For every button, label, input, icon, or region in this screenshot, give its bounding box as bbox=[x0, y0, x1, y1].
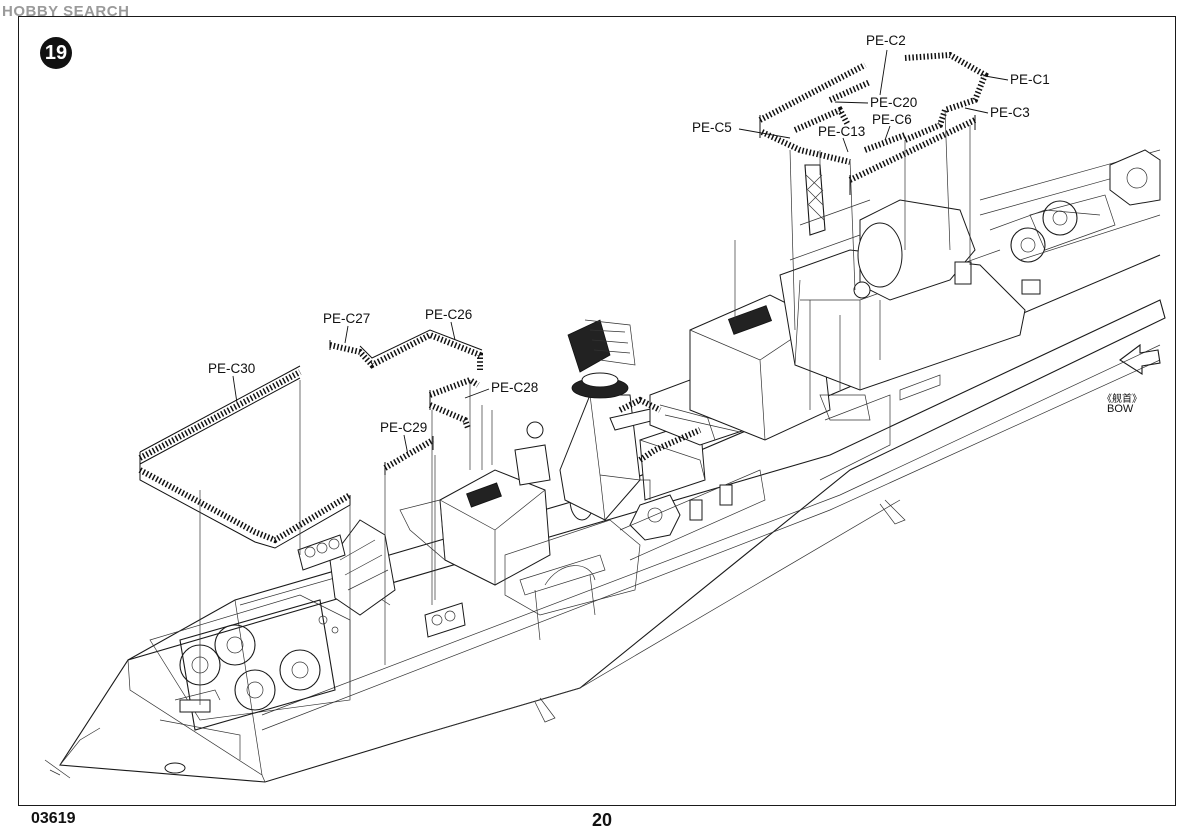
callout-pe-c30: PE-C30 bbox=[208, 361, 256, 376]
assembly-guides bbox=[199, 109, 971, 705]
callout-pe-c13: PE-C13 bbox=[818, 124, 866, 139]
forward-superstructure bbox=[689, 199, 1101, 481]
bow-label-cn: 《舰首》 bbox=[1102, 394, 1142, 405]
forward-deck bbox=[1010, 149, 1161, 263]
callout-pe-c27: PE-C27 bbox=[323, 311, 371, 326]
callout-pe-c3: PE-C3 bbox=[990, 105, 1030, 120]
page-number: 20 bbox=[592, 810, 613, 830]
callout-pe-c5: PE-C5 bbox=[692, 120, 732, 135]
callout-pe-c29: PE-C29 bbox=[380, 420, 428, 435]
page-frame bbox=[18, 16, 1176, 806]
callout-pe-c26: PE-C26 bbox=[425, 307, 473, 322]
callout-pe-c6: PE-C6 bbox=[872, 112, 912, 127]
aft-deck bbox=[149, 574, 391, 774]
bow-label-en: BOW bbox=[1107, 403, 1134, 415]
photo-etch-railings bbox=[138, 51, 989, 549]
watermark-logo: HOBBY SEARCH bbox=[2, 3, 130, 20]
callout-pe-c20: PE-C20 bbox=[870, 95, 918, 110]
callout-pe-c28: PE-C28 bbox=[491, 380, 539, 395]
callout-pe-c1: PE-C1 bbox=[1010, 72, 1050, 87]
bow-arrow bbox=[1119, 343, 1161, 376]
main-mast bbox=[559, 319, 656, 521]
product-code: 03619 bbox=[31, 810, 76, 827]
lattice-mast bbox=[789, 164, 871, 261]
callout-leaders bbox=[232, 49, 1009, 456]
callout-pe-c2: PE-C2 bbox=[866, 33, 906, 48]
aft-launcher bbox=[297, 519, 466, 638]
step-number-badge: 19 bbox=[40, 37, 72, 69]
